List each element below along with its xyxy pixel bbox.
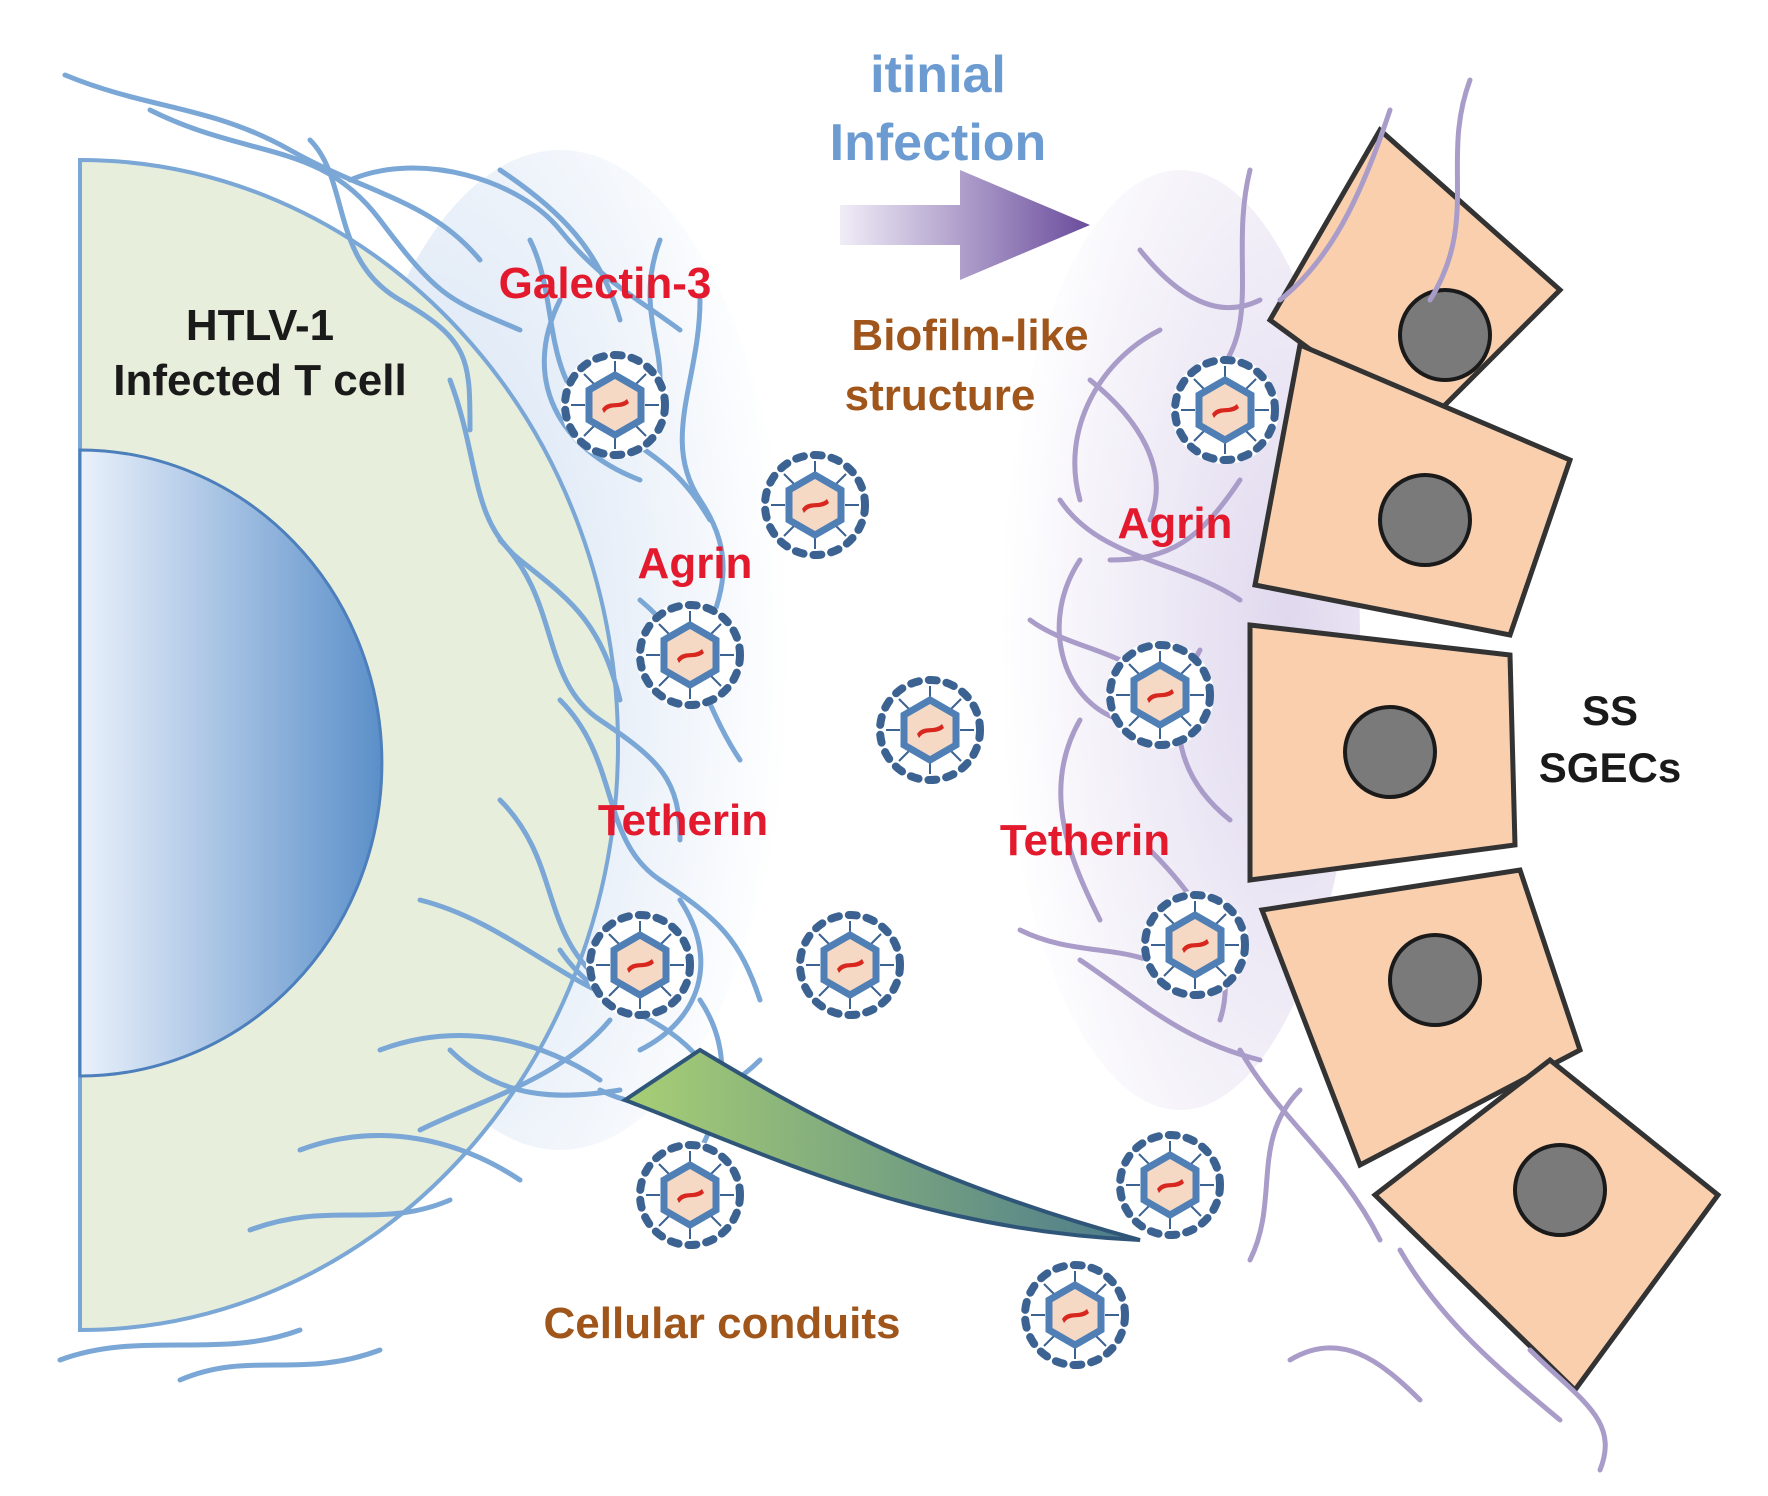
virion <box>1106 641 1214 749</box>
virion <box>1141 891 1249 999</box>
tetherin-left-label: Tetherin <box>598 796 768 845</box>
sgec-cell-5 <box>1371 1056 1722 1394</box>
virion <box>1021 1261 1129 1369</box>
sgec-cell-4 <box>1258 867 1584 1169</box>
virion <box>1171 356 1279 464</box>
initial-infection-arrow <box>840 170 1090 280</box>
virion <box>586 911 694 1019</box>
tetherin-right-label: Tetherin <box>1000 816 1170 865</box>
target-cells-label-line1: SS <box>1582 687 1638 734</box>
virion <box>561 351 669 459</box>
sgec-cell-2 <box>1252 341 1574 638</box>
agrin-left-label: Agrin <box>638 539 753 588</box>
initial-infection-label-line1: itinial <box>870 46 1006 104</box>
virion <box>876 676 984 784</box>
virion <box>636 1141 744 1249</box>
agrin-right-label: Agrin <box>1118 499 1233 548</box>
infected-cell-label-line1: HTLV-1 <box>186 301 334 350</box>
infected-cell-label-line2: Infected T cell <box>113 356 406 405</box>
cellular-conduit <box>620 1047 1141 1242</box>
sgec-cell-3 <box>1247 622 1518 883</box>
sgec-epithelial-cells <box>1247 126 1722 1394</box>
biofilm-label-line2: structure <box>845 371 1036 420</box>
cellular-conduits-label: Cellular conduits <box>544 1299 901 1348</box>
biofilm-label-line1: Biofilm-like <box>851 311 1088 360</box>
target-cells-label-line2: SGECs <box>1539 744 1681 791</box>
virion <box>761 451 869 559</box>
virion <box>796 911 904 1019</box>
initial-infection-label-line2: Infection <box>830 114 1047 172</box>
infected-t-cell-nucleus <box>78 448 384 1078</box>
virion <box>1116 1131 1224 1239</box>
galectin-3-label: Galectin-3 <box>499 259 712 308</box>
virion <box>636 601 744 709</box>
